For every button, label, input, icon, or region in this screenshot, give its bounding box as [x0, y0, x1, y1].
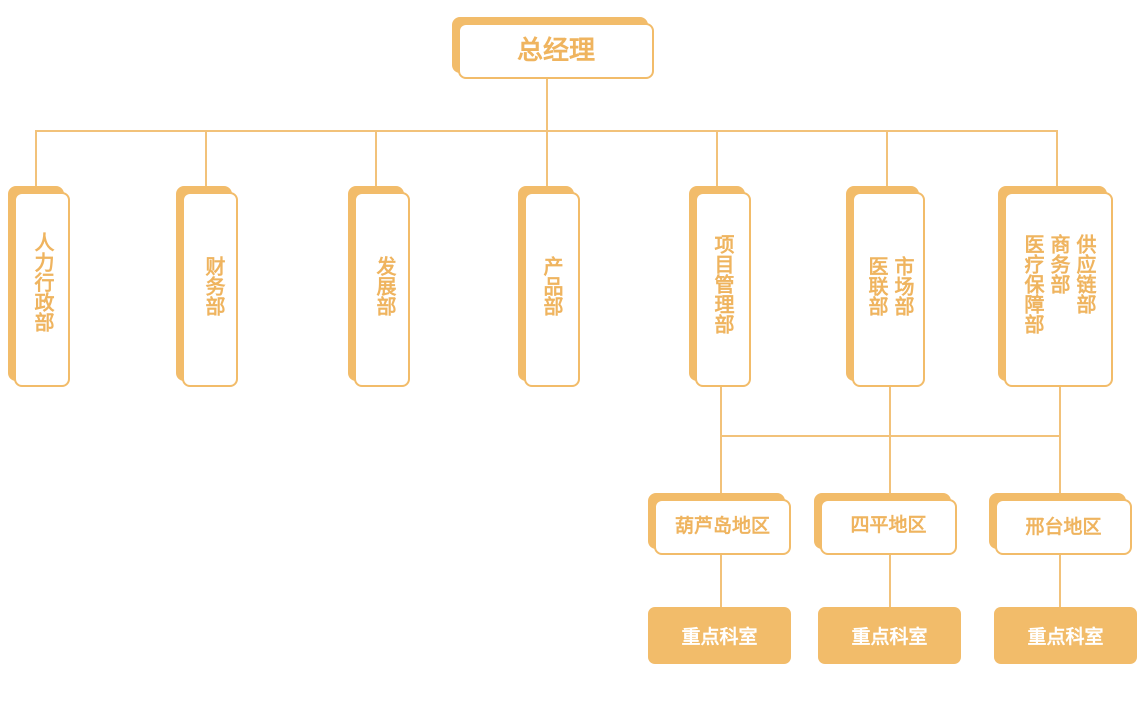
department-label: 项目管理部: [711, 234, 735, 334]
department-label: 产品部: [540, 256, 564, 316]
connector-line: [1059, 435, 1061, 495]
region-node-huludao[interactable]: 葫芦岛地区: [648, 493, 791, 555]
connector-line: [889, 386, 891, 436]
department-label: 供应链部: [1073, 234, 1097, 314]
key-department-node[interactable]: 重点科室: [648, 607, 791, 664]
department-label: 财务部: [202, 256, 226, 316]
connector-line: [889, 435, 891, 495]
department-label: 人力行政部: [31, 232, 55, 332]
connector-line: [546, 130, 548, 188]
connector-line: [375, 130, 377, 188]
key-department-node[interactable]: 重点科室: [818, 607, 961, 664]
department-node-product[interactable]: 产品部: [518, 186, 580, 387]
region-label: 四平地区: [850, 514, 927, 536]
connector-line: [716, 130, 718, 188]
root-node[interactable]: 总经理: [452, 17, 654, 79]
connector-line: [720, 386, 722, 436]
department-label: 发展部: [373, 256, 397, 316]
connector-line: [205, 130, 207, 188]
connector-line: [1059, 386, 1061, 436]
region-label: 邢台地区: [1025, 516, 1102, 538]
connector-line: [1059, 553, 1061, 608]
department-label: 市场部: [891, 256, 915, 316]
department-node-hr[interactable]: 人力行政部: [8, 186, 70, 387]
connector-line: [1056, 130, 1058, 188]
department-node-supply[interactable]: 供应链部 商务部 医疗保障部: [998, 186, 1113, 387]
region-node-siping[interactable]: 四平地区: [814, 493, 957, 555]
department-label: 医疗保障部: [1021, 234, 1045, 334]
connector-line: [35, 130, 37, 188]
department-node-development[interactable]: 发展部: [348, 186, 410, 387]
department-label: 商务部: [1047, 234, 1071, 294]
connector-line: [720, 553, 722, 608]
department-label: 医联部: [865, 256, 889, 316]
region-node-xingtai[interactable]: 邢台地区: [989, 493, 1132, 555]
connector-line: [886, 130, 888, 188]
department-node-finance[interactable]: 财务部: [176, 186, 238, 387]
connector-line: [546, 78, 548, 132]
department-node-medical-market[interactable]: 市场部 医联部: [846, 186, 925, 387]
region-label: 葫芦岛地区: [674, 515, 770, 537]
root-label: 总经理: [516, 36, 595, 66]
key-department-node[interactable]: 重点科室: [994, 607, 1137, 664]
department-node-project[interactable]: 项目管理部: [689, 186, 751, 387]
connector-line: [720, 435, 722, 495]
connector-line: [889, 553, 891, 608]
